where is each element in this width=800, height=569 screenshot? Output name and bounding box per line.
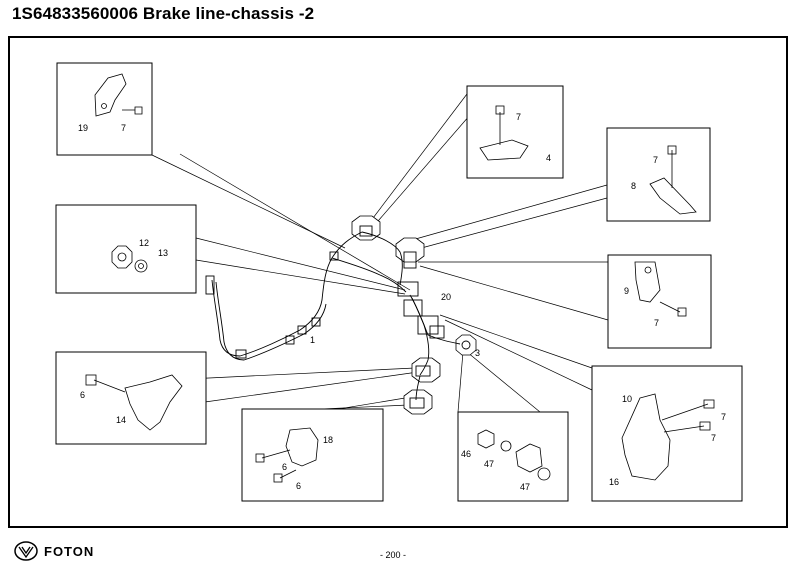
callout-46: 46 <box>461 449 471 459</box>
callout-3: 3 <box>475 348 480 358</box>
octagon-markers <box>351 215 477 415</box>
callout-9: 9 <box>624 286 629 296</box>
callout-10: 10 <box>622 394 632 404</box>
callout-7-box16b: 7 <box>711 433 716 443</box>
foton-emblem-icon <box>14 541 38 561</box>
detail-boxes <box>55 62 743 502</box>
callout-13: 13 <box>158 248 168 258</box>
callout-6-box18a: 6 <box>282 462 287 472</box>
callout-19: 19 <box>78 123 88 133</box>
callout-47b: 47 <box>520 482 530 492</box>
callout-7-box4: 7 <box>516 112 521 122</box>
callout-7-box16a: 7 <box>721 412 726 422</box>
callout-6-box14: 6 <box>80 390 85 400</box>
callout-4: 4 <box>546 153 551 163</box>
callout-7-box9: 7 <box>654 318 659 328</box>
callout-6-box18b: 6 <box>296 481 301 491</box>
callout-12: 12 <box>139 238 149 248</box>
page-number: - 200 - <box>380 550 407 560</box>
part-sketches <box>85 73 715 483</box>
callout-8: 8 <box>631 181 636 191</box>
brake-line-assembly <box>205 225 471 409</box>
callout-16: 16 <box>609 477 619 487</box>
callout-7-box8: 7 <box>653 155 658 165</box>
callout-labels: 19 7 7 4 7 8 12 13 20 1 3 9 7 6 14 10 7 … <box>78 112 726 492</box>
brand-name: FOTON <box>44 543 95 559</box>
foton-logo: FOTON <box>14 540 94 562</box>
callout-20: 20 <box>441 292 451 302</box>
callout-14: 14 <box>116 415 126 425</box>
diagram-frame <box>8 36 788 528</box>
callout-1: 1 <box>310 335 315 345</box>
callout-7-box19: 7 <box>121 123 126 133</box>
page-title: 1S64833560006 Brake line-chassis -2 <box>12 4 315 23</box>
callout-18: 18 <box>323 435 333 445</box>
callout-47a: 47 <box>484 459 494 469</box>
